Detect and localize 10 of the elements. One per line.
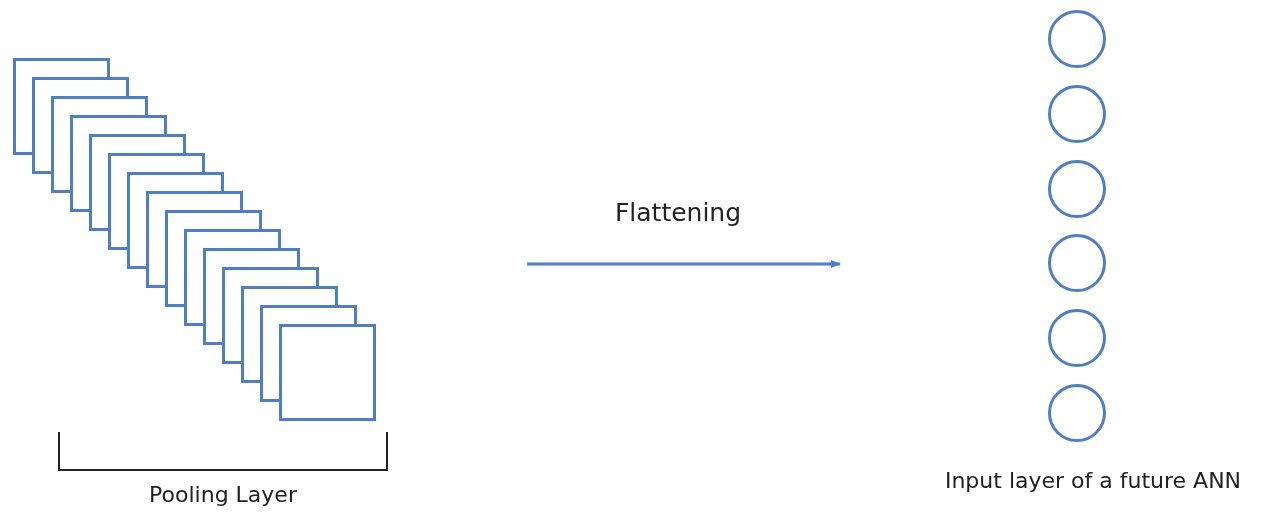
neuron-circle xyxy=(1048,84,1106,143)
column-caption: Input layer of a future ANN xyxy=(944,468,1242,493)
feature-map-stack-drawing xyxy=(13,58,376,421)
arrow-caption: Flattening xyxy=(614,198,742,227)
neuron-circle xyxy=(1048,309,1106,368)
neuron-circle xyxy=(1048,159,1106,218)
neuron-circle xyxy=(1048,234,1106,293)
neuron-circle xyxy=(1048,384,1106,442)
stack-caption: Pooling Layer xyxy=(149,482,297,507)
neuron-circle xyxy=(1048,10,1106,68)
